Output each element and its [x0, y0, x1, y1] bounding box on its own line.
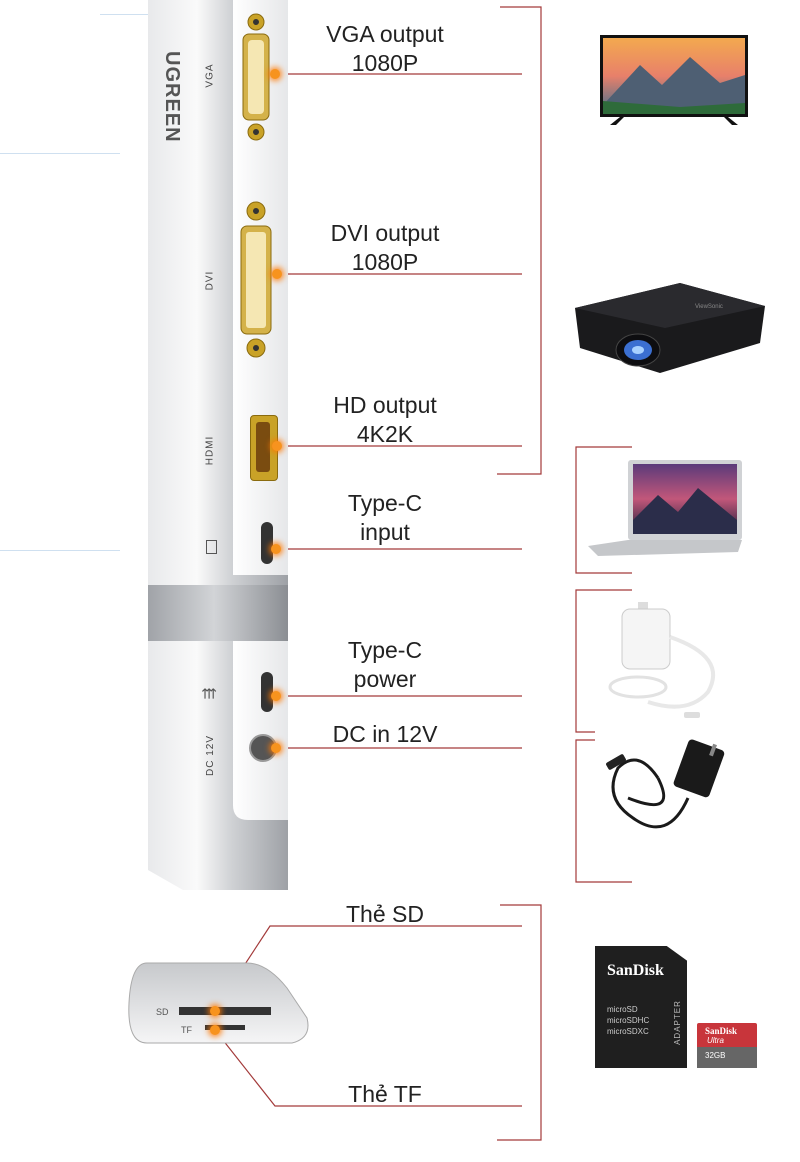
- tf-slot-marker: [210, 1025, 220, 1035]
- port-label-vga: VGA: [204, 63, 216, 88]
- display-port-icon: [206, 540, 217, 554]
- decor-line: [0, 550, 120, 551]
- dvi-port: [238, 200, 274, 360]
- hub-end-view: [127, 958, 312, 1048]
- tf-slot-label: TF: [181, 1025, 192, 1035]
- typec-power-port: [261, 672, 273, 712]
- sd-card-adapter-image: SanDisk microSD microSDHC microSDXC ADAP…: [595, 946, 687, 1068]
- sd-slot-label: SD: [156, 1007, 169, 1017]
- vga-port-marker: [270, 69, 280, 79]
- usb-c-charger-image: [608, 597, 730, 722]
- typec-input-marker: [271, 544, 281, 554]
- port-label-dc: DC 12V: [205, 734, 217, 777]
- typec-power-marker: [271, 691, 281, 701]
- svg-text:ViewSonic: ViewSonic: [695, 304, 723, 310]
- dc-port-marker: [271, 743, 281, 753]
- tv-image: [600, 35, 748, 130]
- callout-tf: Thẻ TF: [348, 1081, 422, 1107]
- port-label-dvi: DVI: [204, 270, 216, 291]
- projector-image: ViewSonic: [570, 278, 768, 378]
- microsd-card-image: SanDisk Ultra 32GB: [697, 1023, 757, 1068]
- callout-dc: DC in 12V: [332, 721, 438, 747]
- decor-line: [0, 153, 120, 154]
- typec-input-port: [261, 522, 273, 564]
- brand-logo: UGREEN: [161, 51, 183, 143]
- sd-slot-marker: [210, 1006, 220, 1016]
- callout-sd: Thẻ SD: [346, 901, 424, 927]
- hdmi-port-marker: [272, 441, 282, 451]
- laptop-image: [588, 460, 748, 558]
- dc-adapter-image: [598, 738, 740, 848]
- dvi-port-marker: [272, 269, 282, 279]
- port-label-hdmi: HDMI: [204, 435, 216, 466]
- usb-power-icon: ⇶: [200, 687, 217, 700]
- decor-line: [100, 14, 155, 15]
- vga-port: [240, 12, 272, 142]
